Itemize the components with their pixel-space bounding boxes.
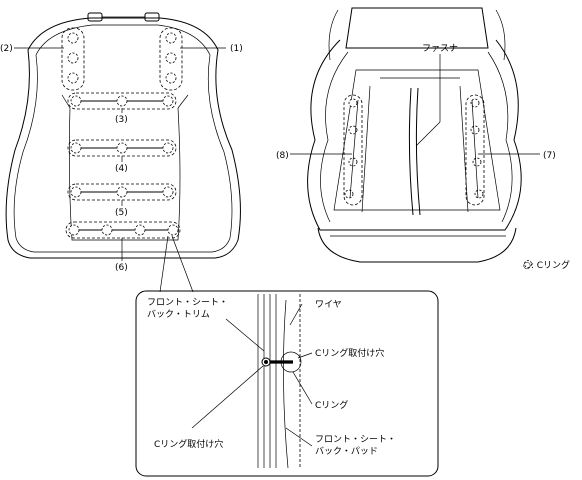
legend-label: ○: Cリング [523, 259, 570, 271]
detail-box [135, 290, 439, 477]
c-ring-label: Cリング [315, 399, 348, 411]
trim-label-line1: フロント・シート・ [147, 298, 228, 308]
callout-label-1: (1) [230, 44, 243, 54]
callout-label-3: (3) [115, 115, 128, 125]
callout-label-4: (4) [115, 164, 128, 174]
ring-hole-label-left: Cリング取付け穴 [154, 438, 223, 450]
pad-label-line2: バック・パッド [315, 446, 378, 457]
seat-back-rear-view [5, 12, 241, 261]
callout-label-5: (5) [115, 208, 128, 218]
callout-label-2: (2) [0, 44, 13, 54]
pad-label-line1: フロント・シート・ [315, 435, 396, 445]
callout-label-7: (7) [543, 151, 556, 161]
ring-hole-label-right: Cリング取付け穴 [315, 347, 384, 359]
seat-back-open-view [290, 7, 540, 263]
fastener-label: ファスナ [422, 43, 458, 54]
wire-label: ワイヤ [315, 300, 342, 310]
detail-leader-left [159, 235, 169, 293]
detail-leader-right [171, 235, 194, 293]
callout-label-8: (8) [276, 151, 289, 161]
callout-label-6: (6) [115, 263, 128, 273]
legend-ring-symbol [524, 260, 532, 268]
trim-label-line2: バック・トリム [147, 309, 210, 320]
